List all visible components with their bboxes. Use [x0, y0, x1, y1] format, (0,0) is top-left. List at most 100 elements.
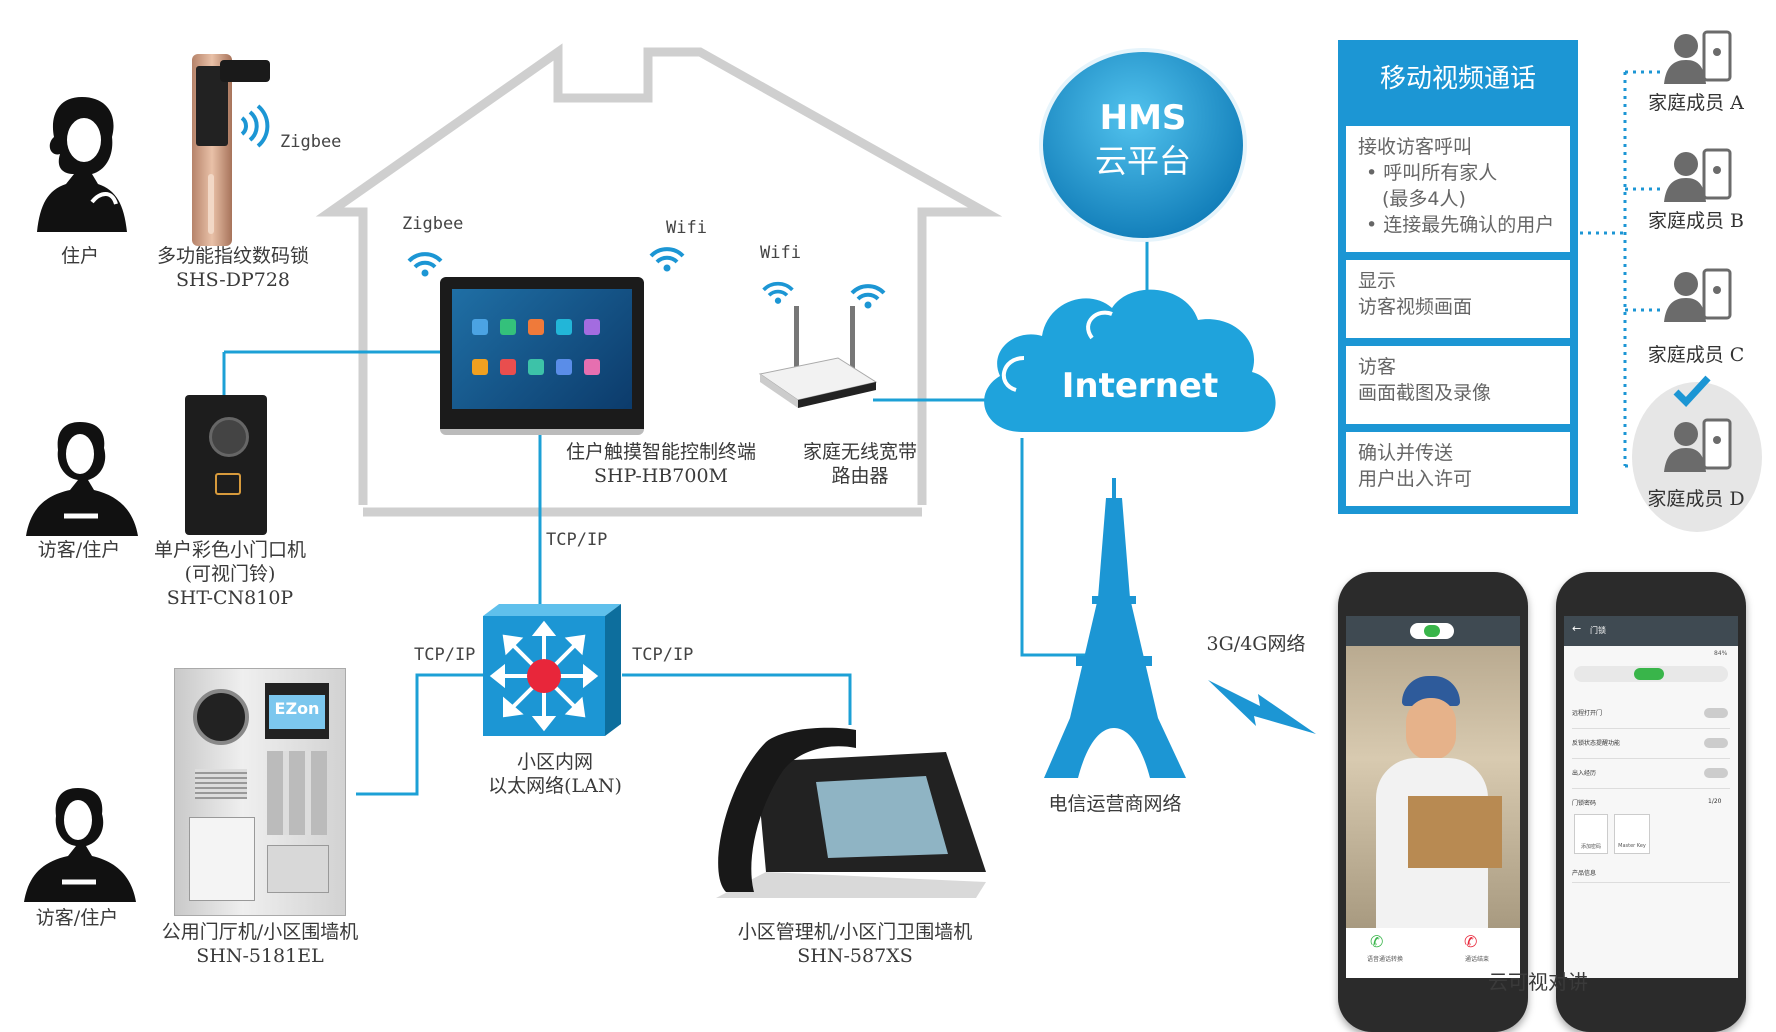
phones-label: 云可视对讲 [1488, 970, 1588, 994]
hangup-call-label: 通话结束 [1464, 956, 1489, 963]
wifi-icon [240, 104, 270, 148]
wifi-icon [762, 281, 794, 304]
lobby-panel-model: SHN-5181EL [196, 945, 324, 967]
password-label: 门锁密码 [1572, 800, 1597, 807]
master-key-button[interactable]: Master Key [1614, 814, 1650, 854]
hangup-call-icon[interactable]: ✆ [1464, 932, 1478, 951]
hms-title: HMS [1099, 98, 1187, 138]
visitor1-label: 访客/住户 [37, 539, 121, 561]
panel-box1-bullet1: 呼叫所有家人 [1383, 162, 1498, 184]
setting-switch[interactable] [1704, 738, 1728, 748]
telecom-tower-icon [1044, 478, 1186, 778]
lobby-panel-device: EZon [174, 668, 346, 916]
member-c-label: 家庭成员 C [1647, 344, 1745, 366]
doorlock-name: 多功能指纹数码锁 [156, 245, 309, 267]
member-b-label: 家庭成员 B [1647, 210, 1744, 232]
tcpip-label: TCP/IP [414, 645, 476, 665]
lan-name: 小区内网 [516, 751, 593, 773]
panel-box3-line2: 画面截图及录像 [1358, 382, 1492, 404]
wifi-label: Wifi [666, 218, 707, 238]
panel-box1-bullet2: 连接最先确认的用户 [1383, 214, 1555, 236]
zigbee-label: Zigbee [280, 132, 342, 152]
panel-box4-line2: 用户出入许可 [1358, 468, 1473, 490]
mgmt-station-device [716, 727, 986, 898]
panel-box-permit: 确认并传送 用户出入许可 [1346, 432, 1570, 506]
panel-box-capture: 访客 画面截图及录像 [1346, 346, 1570, 424]
setting-row: 出入经历 [1572, 768, 1730, 789]
back-arrow-icon[interactable]: ← [1572, 622, 1582, 635]
panel-box1-title: 接收访客呼叫 [1358, 136, 1473, 158]
mgmt-station-model: SHN-587XS [797, 945, 913, 967]
resident-label: 住户 [60, 245, 99, 267]
setting-row: 反锁状态提醒功能 [1572, 738, 1730, 759]
panel-box2-line1: 显示 [1358, 270, 1397, 292]
doorlock-model: SHS-DP728 [176, 269, 290, 291]
connection-lines [222, 0, 1665, 796]
lan-switch-icon [483, 604, 621, 736]
setting-switch[interactable] [1704, 708, 1728, 718]
internet-label: Internet [1061, 366, 1219, 406]
panel-box3-line1: 访客 [1358, 356, 1397, 378]
door-camera-device [185, 395, 267, 535]
phone-left: ✆ 语音通话转换 ✆ 通话结束 [1338, 572, 1528, 1032]
battery-level: 84% [1714, 650, 1728, 657]
setting-switch[interactable] [1704, 768, 1728, 778]
phone-right-screen: ← 门锁 84% 远程打开门 反锁状态提醒功能 出入经历 门锁密码 1/20 添… [1564, 616, 1738, 978]
password-count: 1/20 [1708, 798, 1722, 805]
tcpip-label: TCP/IP [632, 645, 694, 665]
home-terminal-device [440, 277, 644, 435]
door-camera-model: SHT-CN810P [166, 587, 294, 609]
wifi-label: Wifi [760, 243, 801, 263]
panel-box2-line2: 访客视频画面 [1358, 296, 1473, 318]
lightning-icon [1208, 680, 1316, 734]
member-b [1664, 146, 1734, 210]
member-d-label: 家庭成员 D [1647, 488, 1745, 510]
internet-cloud-icon [984, 289, 1276, 432]
lock-toggle[interactable] [1634, 668, 1664, 680]
answer-call-label: 语音通话转换 [1366, 956, 1403, 963]
mgmt-station-name: 小区管理机/小区门卫围墙机 [737, 921, 973, 943]
router-name-2: 路由器 [831, 465, 889, 487]
lan-name-2: 以太网络(LAN) [488, 775, 622, 797]
answer-call-icon[interactable]: ✆ [1370, 932, 1384, 951]
member-a [1664, 28, 1734, 92]
door-camera-name: 单户彩色小门口机 [153, 539, 306, 561]
member-phone-icon [1664, 148, 1732, 202]
member-a-label: 家庭成员 A [1648, 92, 1744, 114]
visitor2-label: 访客/住户 [35, 907, 119, 929]
product-info-row[interactable]: 产品信息 [1572, 868, 1730, 883]
mobile-network-label: 3G/4G网络 [1206, 633, 1306, 655]
hms-cloud-platform [1043, 52, 1243, 238]
mobile-video-panel: 移动视频通话 接收访客呼叫 • 呼叫所有家人 (最多4人) • 连接最先确认的用… [1338, 40, 1578, 514]
panel-title: 移动视频通话 [1379, 64, 1536, 94]
member-c [1664, 266, 1734, 330]
member-d [1664, 416, 1734, 480]
wifi-icon [850, 284, 886, 309]
panel-box1-bullet1-note: (最多4人) [1382, 188, 1466, 210]
panel-box4-line1: 确认并传送 [1358, 442, 1454, 464]
setting-row: 远程打开门 [1572, 708, 1730, 729]
member-phone-icon [1664, 268, 1732, 322]
house [315, 43, 1003, 517]
panel-box-display: 显示 访客视频画面 [1346, 260, 1570, 338]
doorlock-device [192, 54, 232, 246]
phone-right: ← 门锁 84% 远程打开门 反锁状态提醒功能 出入经历 门锁密码 1/20 添… [1556, 572, 1746, 1032]
zigbee-label: Zigbee [402, 214, 464, 234]
visitor-icon [26, 422, 138, 536]
router-device [758, 306, 878, 408]
check-icon [1673, 375, 1711, 408]
add-password-button[interactable]: 添加密码 [1574, 814, 1608, 854]
door-camera-sub: (可视门铃) [184, 563, 276, 585]
lobby-brand: EZon [274, 699, 320, 718]
resident-icon [37, 97, 127, 232]
wifi-icon [649, 247, 685, 272]
router-name: 家庭无线宽带 [802, 441, 917, 463]
home-terminal-name: 住户触摸智能控制终端 [565, 441, 756, 463]
hms-subtitle: 云平台 [1094, 142, 1191, 180]
visitor-icon [24, 788, 136, 902]
member-phone-icon [1664, 418, 1732, 472]
phone-left-screen: ✆ 语音通话转换 ✆ 通话结束 [1346, 616, 1520, 978]
telecom-label: 电信运营商网络 [1048, 793, 1182, 815]
house-outline [363, 0, 980, 223]
panel-box-receive-call: 接收访客呼叫 • 呼叫所有家人 (最多4人) • 连接最先确认的用户 [1346, 126, 1570, 252]
